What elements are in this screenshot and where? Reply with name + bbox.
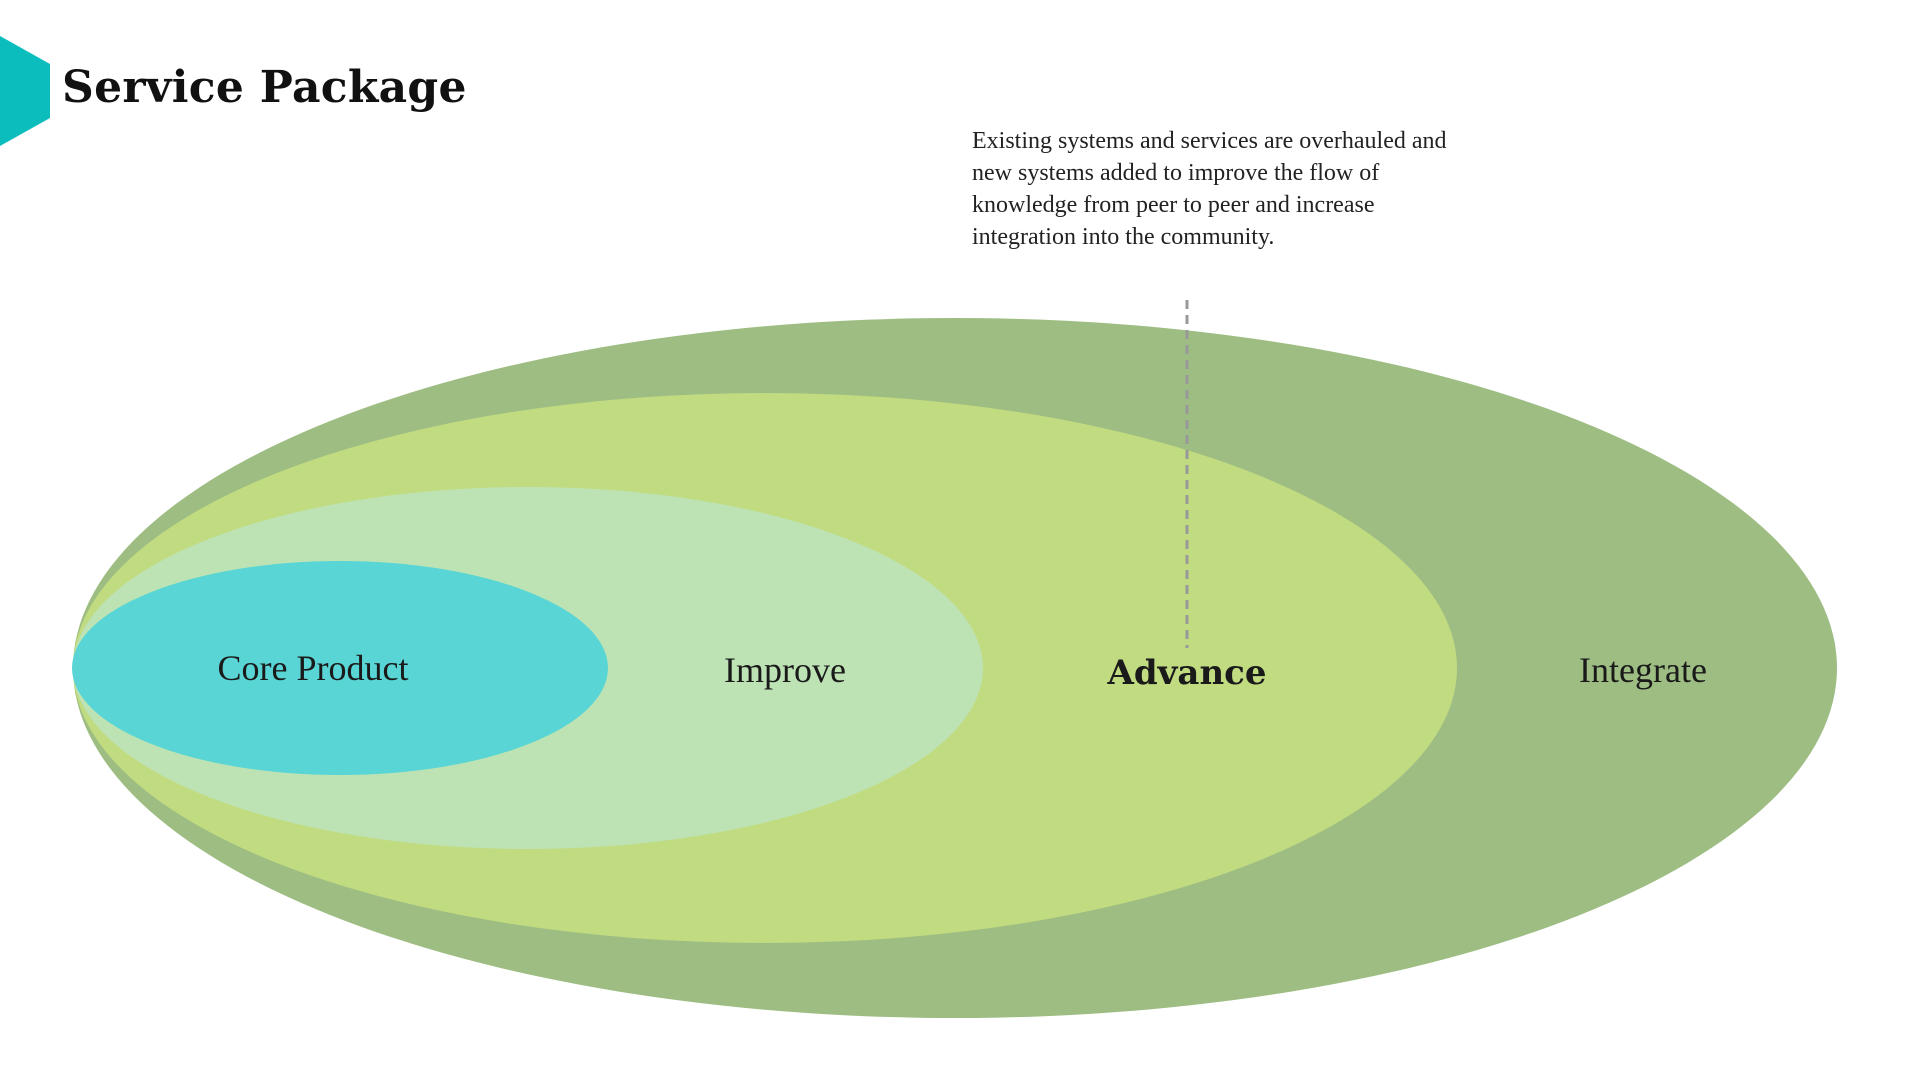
advance-label: Advance xyxy=(1107,653,1267,693)
improve-label: Improve xyxy=(724,650,846,690)
accent-tab-polygon xyxy=(0,36,50,146)
core-product-label: Core Product xyxy=(218,648,409,688)
advance-description: Existing systems and services are overha… xyxy=(972,128,1447,250)
page-title: Service Package xyxy=(62,62,467,113)
accent-tab-shape xyxy=(0,36,50,146)
core-product-ring xyxy=(72,561,608,775)
integrate-label: Integrate xyxy=(1579,650,1707,690)
